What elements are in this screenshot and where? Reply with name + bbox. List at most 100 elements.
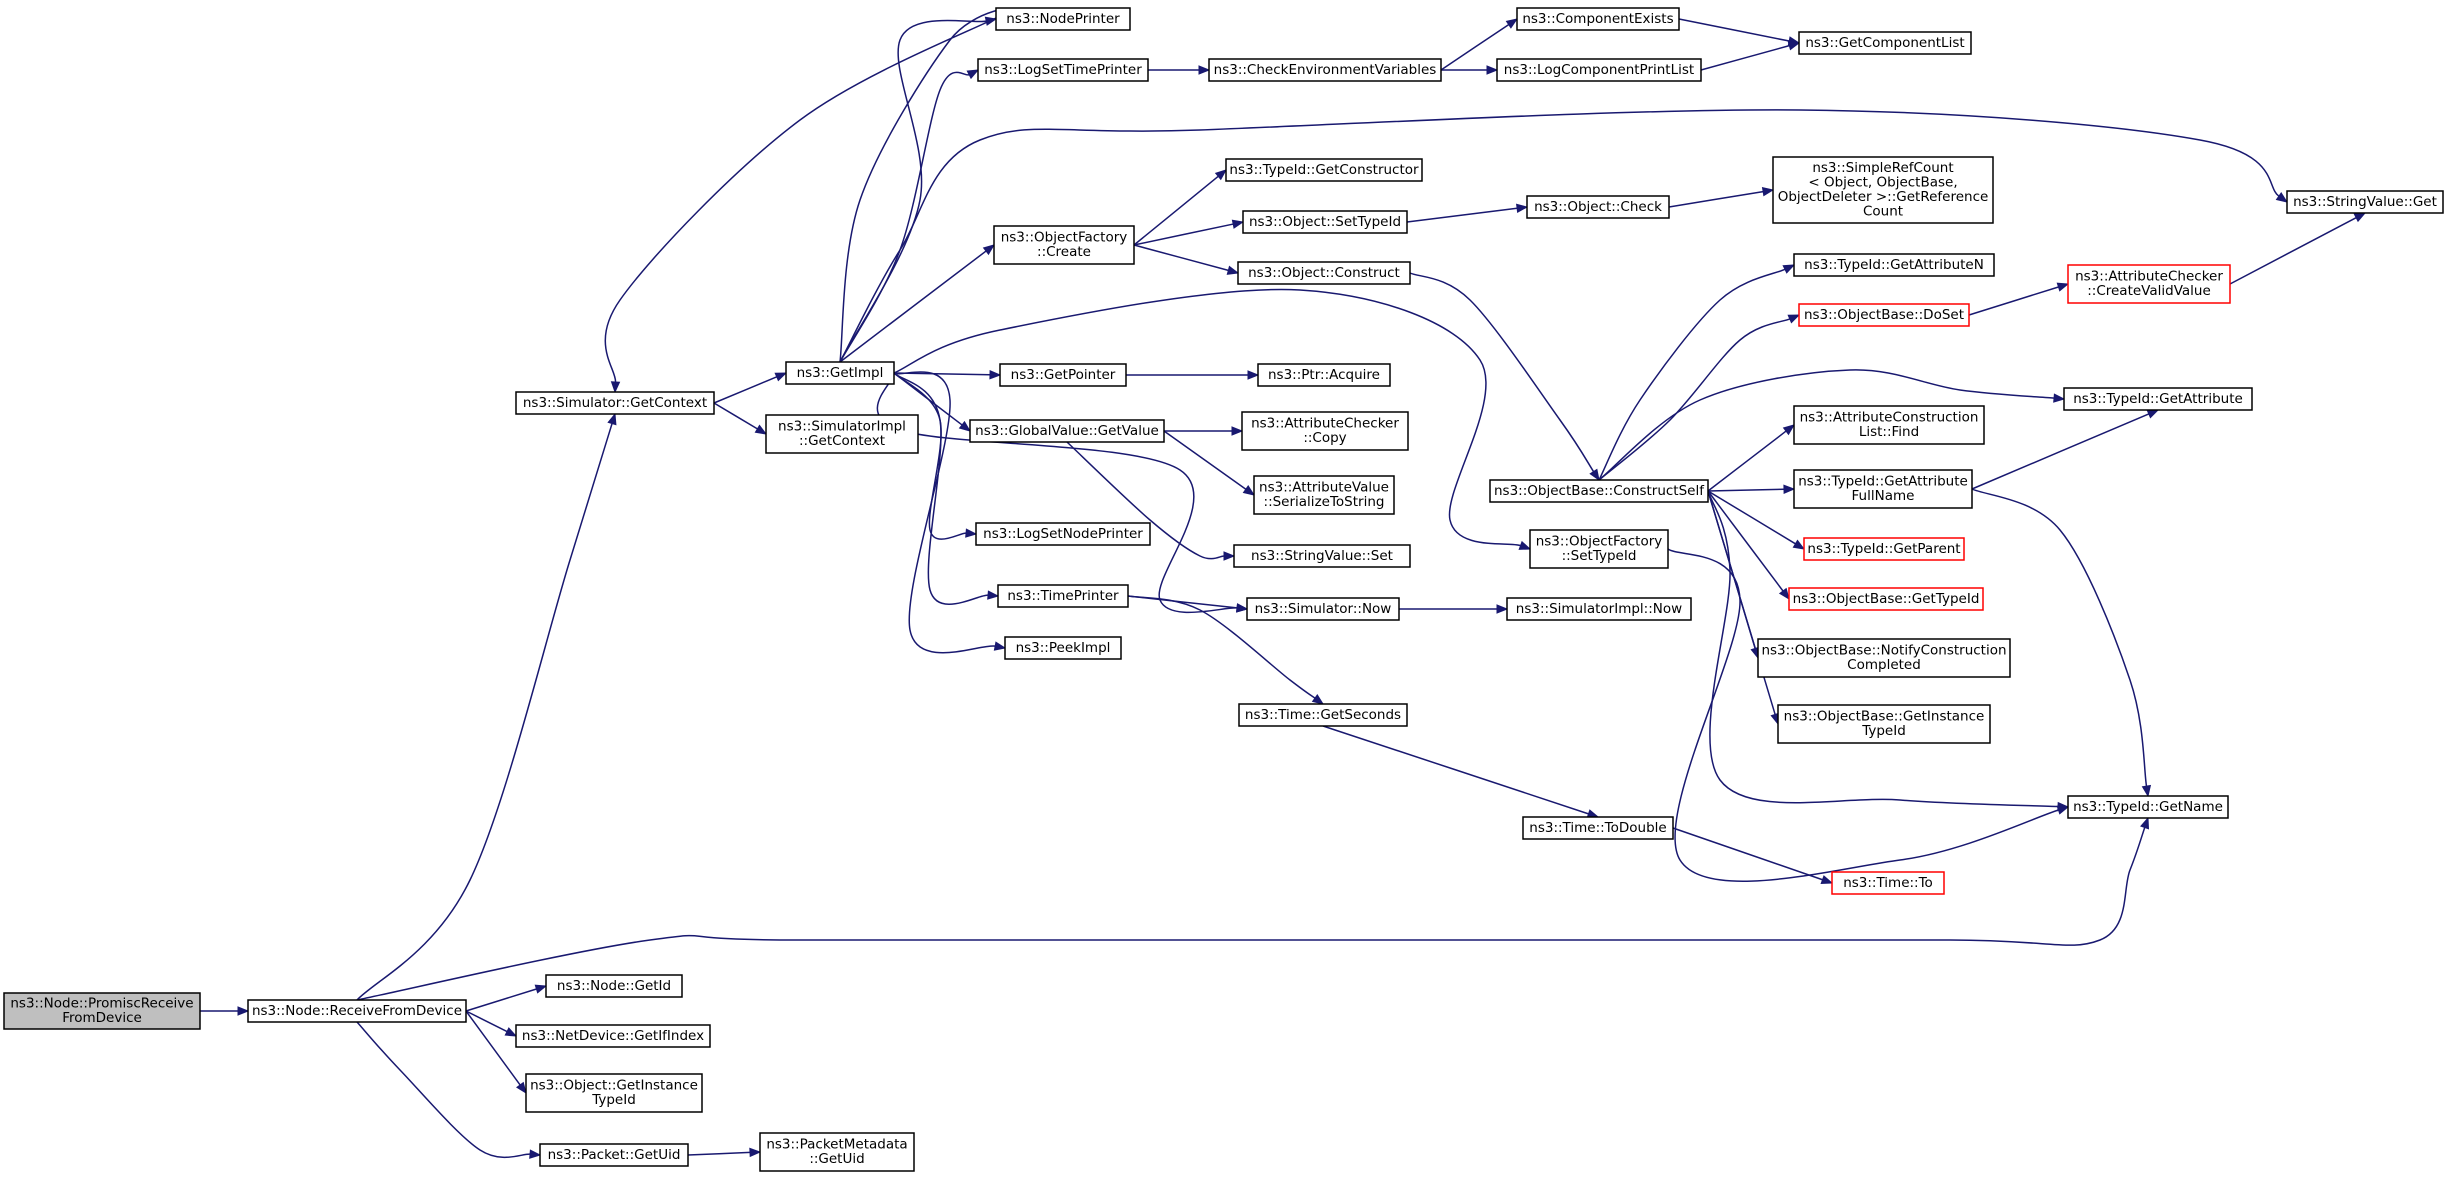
node-obgettid[interactable]: ns3::ObjectBase::GetTypeId	[1788, 587, 1984, 611]
edge-line	[604, 8, 1008, 383]
node-tidgetattrn[interactable]: ns3::TypeId::GetAttributeN	[1793, 253, 1995, 277]
node-objcheck[interactable]: ns3::Object::Check	[1526, 195, 1670, 219]
node-box	[2063, 387, 2253, 411]
node-gvgetvalue[interactable]: ns3::GlobalValue::GetValue	[969, 419, 1165, 443]
node-label: ::SetTypeId	[1562, 548, 1637, 564]
node-recv[interactable]: ns3::Node::ReceiveFromDevice	[247, 999, 467, 1023]
node-logsettp[interactable]: ns3::LogSetTimePrinter	[977, 58, 1149, 82]
arrowhead-icon	[1516, 203, 1529, 213]
node-getid[interactable]: ns3::Node::GetId	[545, 974, 683, 998]
node-objsettid[interactable]: ns3::Object::SetTypeId	[1242, 210, 1408, 234]
arrowhead-icon	[966, 69, 980, 80]
node-avser[interactable]: ns3::AttributeValue::SerializeToString	[1253, 475, 1395, 515]
node-simplerefcount[interactable]: ns3::SimpleRefCount< Object, ObjectBase,…	[1772, 156, 1994, 224]
node-box	[1246, 597, 1400, 621]
node-tidgetname[interactable]: ns3::TypeId::GetName	[2067, 795, 2229, 819]
node-checkenv[interactable]: ns3::CheckEnvironmentVariables	[1208, 58, 1442, 82]
node-box	[1522, 816, 1674, 840]
node-box	[1757, 638, 2011, 678]
node-strvalget[interactable]: ns3::StringValue::Get	[2286, 190, 2444, 214]
node-box	[1516, 7, 1680, 31]
node-box	[1772, 156, 1994, 224]
node-simctx[interactable]: ns3::Simulator::GetContext	[515, 391, 715, 415]
edge-timeprinter-to-timegetsec	[1127, 595, 1325, 705]
node-simimplnow[interactable]: ns3::SimulatorImpl::Now	[1506, 597, 1692, 621]
edge-line	[1707, 490, 1796, 545]
node-accopy[interactable]: ns3::AttributeChecker::Copy	[1241, 411, 1409, 451]
edge-simctx-to-simimplctx	[713, 402, 768, 435]
arrowhead-icon	[1778, 587, 1790, 601]
arrowhead-icon	[1505, 18, 1519, 29]
node-box	[1489, 479, 1709, 503]
node-box	[765, 414, 919, 454]
node-logcpl[interactable]: ns3::LogComponentPrintList	[1496, 58, 1702, 82]
node-box	[1237, 261, 1411, 285]
node-logsetnp[interactable]: ns3::LogSetNodePrinter	[975, 522, 1151, 546]
edge-line	[893, 288, 1521, 547]
node-nodeprinter[interactable]: ns3::NodePrinter	[995, 7, 1131, 31]
edge-line	[1707, 488, 1785, 492]
arrowhead-icon	[1231, 219, 1245, 229]
node-timegetsec[interactable]: ns3::Time::GetSeconds	[1238, 703, 1408, 727]
node-getcomplist[interactable]: ns3::GetComponentList	[1798, 31, 1972, 55]
node-box	[995, 7, 1131, 31]
edge-line	[1667, 548, 2059, 882]
node-tidgetattr[interactable]: ns3::TypeId::GetAttribute	[2063, 387, 2253, 411]
node-accreatevalid[interactable]: ns3::AttributeChecker::CreateValidValue	[2067, 264, 2231, 304]
node-label: ns3::SimulatorImpl	[778, 419, 906, 435]
node-obnotify[interactable]: ns3::ObjectBase::NotifyConstructionCompl…	[1757, 638, 2011, 678]
node-box	[1506, 597, 1692, 621]
node-tidgetctor[interactable]: ns3::TypeId::GetConstructor	[1225, 158, 1423, 182]
edge-line	[1707, 430, 1787, 492]
edge-getpointer-to-ptracquire	[1126, 370, 1260, 380]
node-box	[785, 361, 895, 385]
edge-line	[356, 1021, 531, 1159]
node-getpointer[interactable]: ns3::GetPointer	[999, 363, 1127, 387]
node-strvalset[interactable]: ns3::StringValue::Set	[1233, 544, 1411, 568]
edge-obconstructself-to-acfind	[1707, 424, 1796, 492]
edge-recv-to-tidgetname	[356, 816, 2150, 1001]
node-label: ns3::CheckEnvironmentVariables	[1214, 62, 1437, 78]
edge-getimpl-to-ofsettid	[893, 288, 1532, 550]
node-label: < Object, ObjectBase,	[1808, 175, 1957, 191]
edge-line	[1971, 413, 2150, 490]
arrowhead-icon	[534, 984, 548, 994]
node-getimpl[interactable]: ns3::GetImpl	[785, 361, 895, 385]
node-objconstruct[interactable]: ns3::Object::Construct	[1237, 261, 1411, 285]
arrowhead-icon	[984, 16, 998, 26]
edge-checkenv-to-compexists	[1440, 18, 1519, 71]
edge-line	[356, 423, 613, 1001]
edge-objfactcreate-to-objsettid	[1133, 219, 1245, 246]
node-timeprinter[interactable]: ns3::TimePrinter	[997, 584, 1129, 608]
node-timetodouble[interactable]: ns3::Time::ToDouble	[1522, 816, 1674, 840]
node-label: ns3::Node::GetId	[557, 978, 671, 994]
node-pktuid[interactable]: ns3::Packet::GetUid	[539, 1143, 689, 1167]
node-obdoset[interactable]: ns3::ObjectBase::DoSet	[1798, 303, 1970, 327]
node-pmuid[interactable]: ns3::PacketMetadata::GetUid	[759, 1132, 915, 1172]
node-box	[969, 419, 1165, 443]
node-tidgetparent[interactable]: ns3::TypeId::GetParent	[1803, 537, 1965, 561]
arrowhead-icon	[1496, 604, 1509, 614]
node-simnow[interactable]: ns3::Simulator::Now	[1246, 597, 1400, 621]
node-ofsettid[interactable]: ns3::ObjectFactory::SetTypeId	[1529, 529, 1669, 569]
node-label: ns3::AttributeChecker	[1251, 416, 1399, 432]
edge-gvgetvalue-to-strvalset	[1066, 441, 1236, 561]
arrowhead-icon	[2353, 212, 2367, 223]
node-getifindex[interactable]: ns3::NetDevice::GetIfIndex	[515, 1024, 711, 1048]
node-objfactcreate[interactable]: ns3::ObjectFactory::Create	[993, 225, 1135, 265]
node-simimplctx[interactable]: ns3::SimulatorImpl::GetContext	[765, 414, 919, 454]
node-obconstructself[interactable]: ns3::ObjectBase::ConstructSelf	[1489, 479, 1709, 503]
node-box	[1242, 210, 1408, 234]
edge-getimpl-to-peekimpl	[893, 371, 1007, 654]
node-peekimpl[interactable]: ns3::PeekImpl	[1004, 636, 1122, 660]
arrowhead-icon	[982, 244, 996, 256]
edge-line	[1409, 272, 1595, 473]
node-timeto[interactable]: ns3::Time::To	[1831, 871, 1945, 895]
edge-getimpl-to-strvalget	[839, 109, 2289, 363]
node-ptracquire[interactable]: ns3::Ptr::Acquire	[1257, 363, 1391, 387]
node-compexists[interactable]: ns3::ComponentExists	[1516, 7, 1680, 31]
